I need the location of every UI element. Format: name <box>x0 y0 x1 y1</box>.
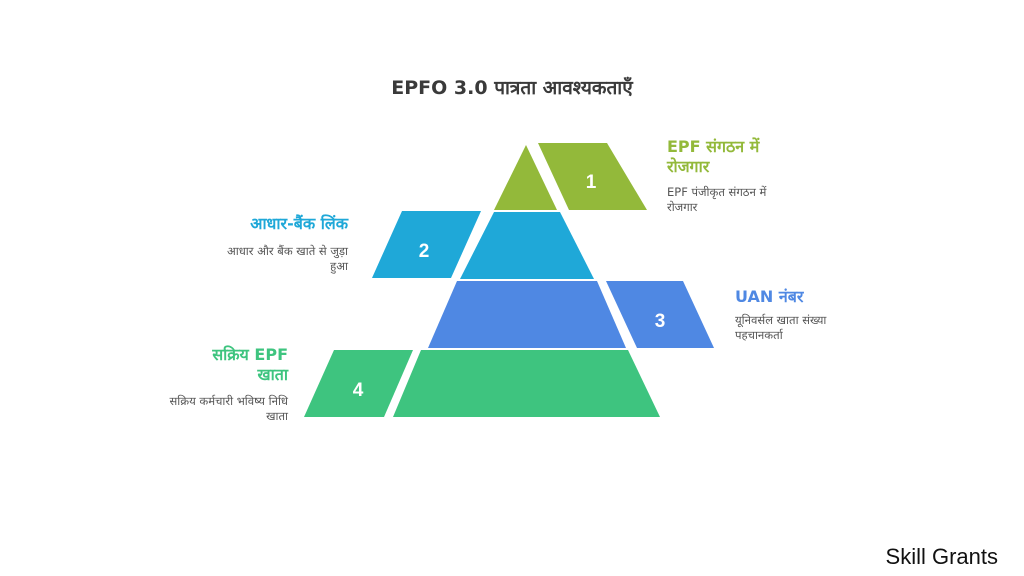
badge-3 <box>606 281 714 348</box>
tier-1-description: EPF पंजीकृत संगठन में रोजगार <box>667 185 767 214</box>
badge-2 <box>372 211 481 278</box>
badge-1-number: 1 <box>586 172 597 193</box>
pyramid-tier-1 <box>494 145 557 210</box>
tier-2-description: आधार और बैंक खाते से जुड़ा हुआ <box>226 244 348 273</box>
pyramid-tier-3 <box>428 281 626 348</box>
pyramid-tier-4 <box>393 350 660 417</box>
badge-3-number: 3 <box>655 311 666 332</box>
badge-1 <box>538 143 647 210</box>
tier-3-label: UAN नंबर <box>735 287 804 306</box>
tier-4-label: सक्रिय EPF खाता <box>212 345 288 384</box>
badge-4-number: 4 <box>353 380 364 401</box>
diagram-title: EPFO 3.0 पात्रता आवश्यकताएँ <box>391 77 633 99</box>
badge-4 <box>304 350 413 417</box>
pyramid-tier-2 <box>460 212 594 279</box>
brand-watermark: Skill Grants <box>885 544 998 569</box>
badge-2-number: 2 <box>419 241 430 262</box>
tier-3-description: यूनिवर्सल खाता संख्या पहचानकर्ता <box>735 313 827 342</box>
tier-2-label: आधार-बैंक लिंक <box>250 214 348 233</box>
tier-4-description: सक्रिय कर्मचारी भविष्य निधि खाता <box>169 394 288 423</box>
tier-1-label: EPF संगठन में रोजगार <box>667 137 760 176</box>
